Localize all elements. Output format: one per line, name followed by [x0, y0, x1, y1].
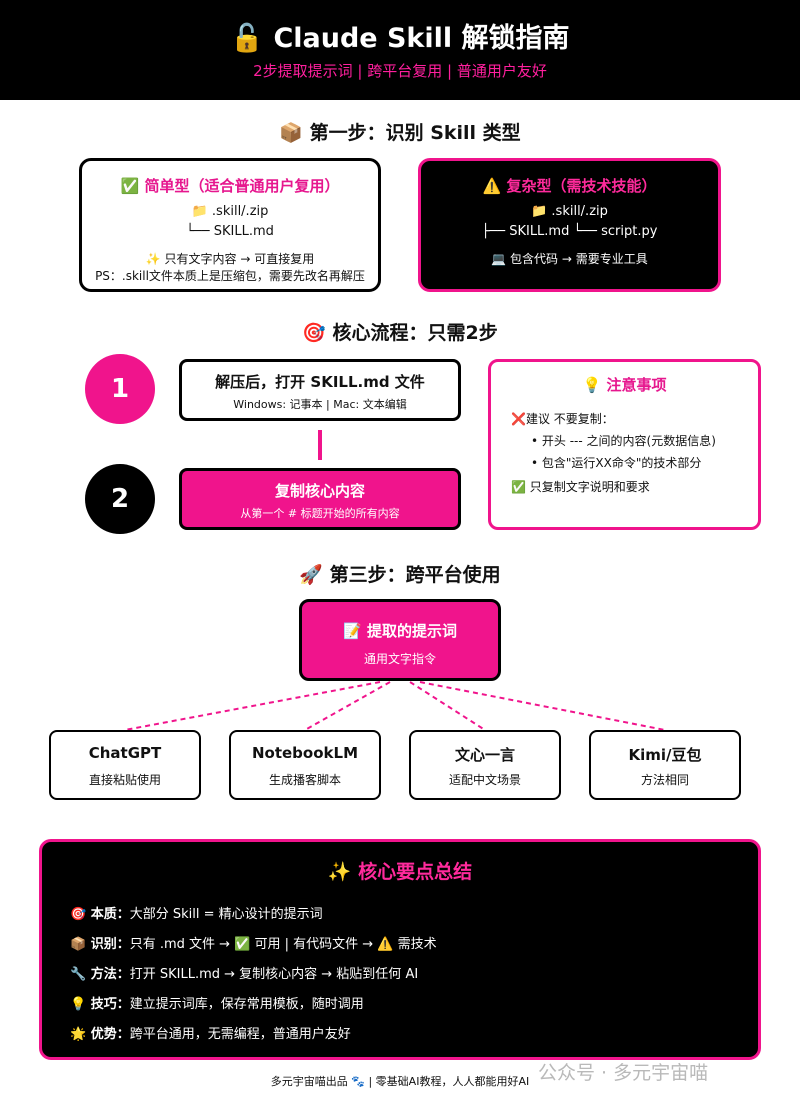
notes-line-metadata: • 开头 --- 之间的内容(元数据信息) — [531, 434, 716, 448]
step-1-box: 解压后，打开 SKILL.md 文件 Windows: 记事本 | Mac: 文… — [179, 359, 461, 421]
connector-wenxin — [409, 681, 486, 731]
summary-title: ✨ 核心要点总结 — [327, 861, 473, 883]
platform-desc: 适配中文场景 — [448, 773, 521, 787]
platform-desc: 生成播客脚本 — [268, 773, 341, 787]
summary-row-method: 🔧 方法：打开 SKILL.md → 复制核心内容 → 粘贴到任何 AI — [70, 963, 418, 982]
page-title: 🔓 Claude Skill 解锁指南 — [230, 23, 570, 54]
summary-row-text: 跨平台通用，无需编程，普通用户友好 — [129, 1027, 351, 1042]
summary-row-text: 大部分 Skill = 精心设计的提示词 — [129, 907, 323, 922]
simple-type-ps: PS：.skill文件本质上是压缩包，需要先改名再解压 — [95, 269, 365, 283]
complex-type-files: ├── SKILL.md └── script.py — [481, 224, 658, 239]
step-2-box: 复制核心内容 从第一个 # 标题开始的所有内容 — [179, 468, 461, 530]
summary-panel: ✨ 核心要点总结 🎯 本质：大部分 Skill = 精心设计的提示词 📦 识别：… — [39, 839, 761, 1060]
complex-type-note: 💻 包含代码 → 需要专业工具 — [491, 252, 648, 266]
summary-row-label: 🌟 优势： — [70, 1027, 130, 1042]
step-2-badge: 2 — [85, 464, 155, 534]
extracted-prompt-title: 📝 提取的提示词 — [343, 622, 457, 640]
simple-type-note: ✨ 只有文字内容 → 可直接复用 — [145, 252, 315, 266]
simple-type-zip: 📁 .skill/.zip — [191, 204, 269, 219]
page-subtitle: 2步提取提示词 | 跨平台复用 | 普通用户友好 — [253, 62, 547, 80]
complex-type-zip: 📁 .skill/.zip — [531, 204, 608, 219]
header-banner: 🔓 Claude Skill 解锁指南 2步提取提示词 | 跨平台复用 | 普通… — [0, 0, 800, 100]
summary-row-label: 💡 技巧： — [70, 997, 130, 1012]
section-title-cross-platform: 🚀 第三步：跨平台使用 — [299, 564, 501, 586]
platform-kimi: Kimi/豆包 方法相同 — [589, 730, 741, 800]
summary-row-text: 打开 SKILL.md → 复制核心内容 → 粘贴到任何 AI — [129, 967, 419, 982]
extracted-prompt-desc: 通用文字指令 — [363, 652, 436, 666]
footer-credit: 多元宇宙喵出品 🐾 | 零基础AI教程，人人都能用好AI — [270, 1075, 530, 1088]
section-title-core-flow: 🎯 核心流程：只需2步 — [302, 322, 498, 344]
notes-title: 💡 注意事项 — [582, 376, 667, 394]
connector-chatgpt — [124, 681, 381, 731]
summary-row-identify: 📦 识别：只有 .md 文件 → ✅ 可用 | 有代码文件 → ⚠️ 需技术 — [70, 933, 437, 952]
step-1-title: 解压后，打开 SKILL.md 文件 — [215, 373, 425, 391]
platform-chatgpt: ChatGPT 直接粘贴使用 — [49, 730, 201, 800]
platform-desc: 方法相同 — [640, 773, 689, 787]
connector-kimi — [419, 681, 666, 731]
notes-line-dont-copy: ❌建议 不要复制： — [511, 412, 614, 426]
summary-row-text: 建立提示词库，保存常用模板，随时调用 — [129, 997, 364, 1012]
simple-type-card: ✅ 简单型（适合普通用户复用） 📁 .skill/.zip └── SKILL.… — [79, 158, 381, 292]
notes-line-only-text: ✅ 只复制文字说明和要求 — [511, 480, 650, 494]
platform-wenxin: 文心一言 适配中文场景 — [409, 730, 561, 800]
platform-name: Kimi/豆包 — [628, 746, 702, 764]
summary-row-text: 只有 .md 文件 → ✅ 可用 | 有代码文件 → ⚠️ 需技术 — [129, 937, 437, 952]
platform-name: NotebookLM — [251, 744, 358, 762]
complex-type-title: ⚠️ 复杂型（需技术技能） — [482, 177, 657, 195]
summary-row-label: 📦 识别： — [70, 937, 130, 952]
complex-type-card: ⚠️ 复杂型（需技术技能） 📁 .skill/.zip ├── SKILL.md… — [418, 158, 721, 292]
watermark: 公众号 · 多元宇宙喵 — [538, 1062, 709, 1084]
simple-type-skillmd: └── SKILL.md — [186, 224, 274, 239]
platform-name: 文心一言 — [454, 746, 515, 764]
section-title-identify: 📦 第一步：识别 Skill 类型 — [279, 122, 521, 144]
notes-card: 💡 注意事项 ❌建议 不要复制： • 开头 --- 之间的内容(元数据信息) •… — [488, 359, 761, 530]
platform-desc: 直接粘贴使用 — [88, 773, 161, 787]
step-1-badge: 1 — [85, 354, 155, 424]
notes-line-technical: • 包含"运行XX命令"的技术部分 — [531, 456, 702, 470]
platform-name: ChatGPT — [88, 744, 162, 762]
connector-notebooklm — [304, 681, 391, 731]
summary-row-label: 🎯 本质： — [70, 907, 130, 922]
step-1-desc: Windows: 记事本 | Mac: 文本编辑 — [233, 398, 407, 411]
step-2-title: 复制核心内容 — [274, 482, 365, 500]
summary-row-tips: 💡 技巧：建立提示词库，保存常用模板，随时调用 — [70, 993, 364, 1012]
extracted-prompt-box: 📝 提取的提示词 通用文字指令 — [299, 599, 501, 681]
step-connector — [318, 430, 322, 460]
platform-notebooklm: NotebookLM 生成播客脚本 — [229, 730, 381, 800]
summary-row-label: 🔧 方法： — [70, 967, 130, 982]
step-2-desc: 从第一个 # 标题开始的所有内容 — [240, 507, 400, 520]
summary-row-essence: 🎯 本质：大部分 Skill = 精心设计的提示词 — [70, 903, 323, 922]
summary-row-advantage: 🌟 优势：跨平台通用，无需编程，普通用户友好 — [70, 1023, 351, 1042]
simple-type-title: ✅ 简单型（适合普通用户复用） — [120, 177, 340, 195]
